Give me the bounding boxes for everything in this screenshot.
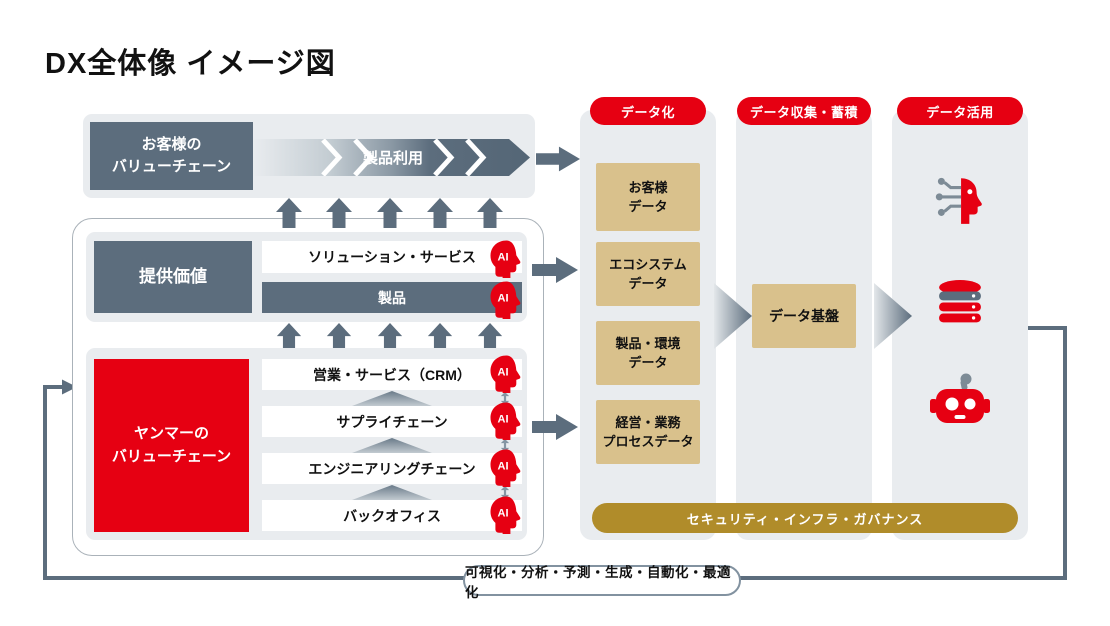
up-arrow-icon [276, 323, 302, 351]
ai-badge-icon: AI [488, 281, 522, 319]
value-section-label: 提供価値 [94, 241, 252, 313]
ai-badge-icon: AI [488, 402, 522, 440]
up-triangle-icon [352, 485, 432, 500]
svg-text:AI: AI [498, 414, 509, 426]
row-supply-chain: サプライチェーン [262, 406, 522, 437]
flow-triangle-icon [714, 283, 752, 349]
flow-triangle-icon [874, 283, 912, 349]
box-data-platform: データ基盤 [752, 284, 856, 348]
up-arrow-icon [427, 323, 453, 351]
customer-value-chain-label: お客様の バリューチェーン [90, 122, 253, 190]
up-arrow-icon [276, 198, 302, 228]
page-title: DX全体像 イメージ図 [45, 48, 336, 80]
svg-text:AI: AI [498, 252, 509, 264]
row-back-office: バックオフィス [262, 500, 522, 531]
row-sales-service-crm: 営業・サービス（CRM） [262, 359, 522, 390]
box-management-process-data: 経営・業務 プロセスデータ [596, 400, 700, 464]
up-arrow-icon [477, 198, 503, 228]
up-arrow-icon [326, 323, 352, 351]
ai-badge-icon: AI [488, 449, 522, 487]
up-arrow-icon [427, 198, 453, 228]
loop-capabilities-pill: 可視化・分析・予測・生成・自動化・最適化 [463, 565, 741, 600]
box-product-environment-data: 製品・環境 データ [596, 321, 700, 385]
up-triangle-icon [352, 438, 432, 453]
row-engineering-chain: エンジニアリングチェーン [262, 453, 522, 484]
up-arrow-icon [477, 323, 503, 351]
arrow-yanmar-to-data-icon [532, 414, 578, 440]
up-arrow-icon [326, 198, 352, 228]
header-data-digitization: データ化 [590, 97, 706, 125]
row-solution-service: ソリューション・サービス [262, 241, 522, 273]
bi-icon [939, 280, 981, 323]
header-data-collection: データ収集・蓄積 [737, 97, 871, 125]
arrow-value-to-data-icon [532, 257, 578, 283]
svg-text:AI: AI [498, 293, 509, 305]
up-arrow-icon [377, 323, 403, 351]
ai-badge-icon: AI [488, 240, 522, 278]
header-data-utilization: データ活用 [897, 97, 1023, 125]
arrow-customer-to-data-icon [536, 146, 580, 172]
svg-text:AI: AI [498, 367, 509, 379]
product-use-chevron-band: 製品利用 [253, 139, 530, 176]
ai-badge-icon: AI [488, 496, 522, 534]
ai-icon [935, 177, 982, 224]
row-product: 製品 [262, 282, 522, 313]
svg-text:AI: AI [498, 461, 509, 473]
column-data-utilization [892, 110, 1028, 540]
security-infra-governance-bar: セキュリティ・インフラ・ガバナンス [592, 503, 1018, 533]
yanmar-value-chain-label: ヤンマーの バリューチェーン [94, 359, 249, 532]
box-ecosystem-data: エコシステム データ [596, 242, 700, 306]
product-use-label: 製品利用 [362, 149, 423, 167]
up-arrow-icon [377, 198, 403, 228]
box-customer-data: お客様 データ [596, 163, 700, 231]
up-triangle-icon [352, 391, 432, 406]
svg-text:AI: AI [498, 508, 509, 520]
ai-badge-icon: AI [488, 355, 522, 393]
rpa-icon [930, 373, 990, 423]
